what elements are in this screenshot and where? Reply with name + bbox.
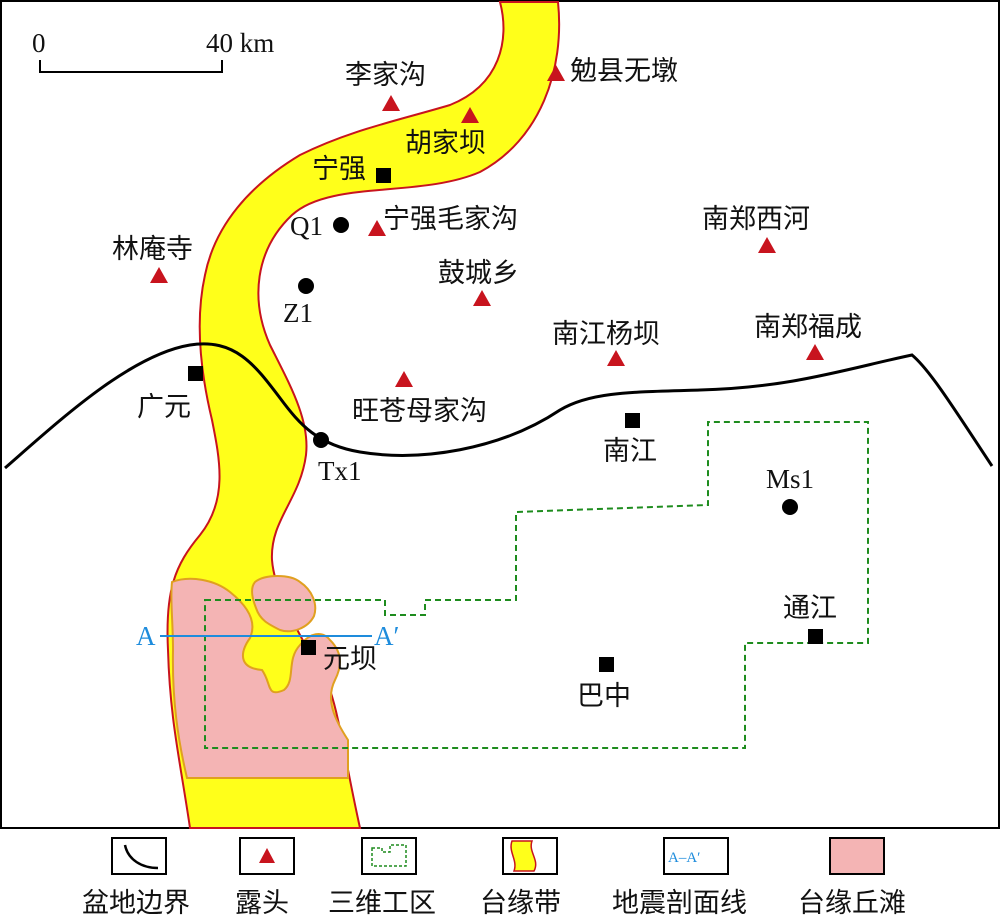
town-label: 通江 — [783, 593, 837, 624]
outcrop-triangle-icon — [382, 95, 400, 111]
scale-end-label: 40 km — [206, 28, 274, 58]
well-label: Ms1 — [766, 464, 814, 494]
margin-shoal-lobe — [251, 575, 317, 633]
outcrop-label: 鼓城乡 — [438, 258, 519, 289]
town-label: 巴中 — [577, 681, 631, 712]
basin-boundary-line — [4, 342, 994, 470]
basin-boundary-icon — [123, 844, 159, 870]
well-label: Q1 — [290, 211, 323, 241]
well-marker-icon — [298, 278, 314, 294]
outcrop-triangle-icon — [607, 350, 625, 366]
platform-margin-icon — [510, 840, 537, 872]
survey-area-icon — [371, 844, 407, 867]
margin-shoal-icon — [829, 837, 885, 875]
well-label: Tx1 — [318, 456, 362, 486]
outcrop-triangle-icon — [547, 65, 565, 81]
scale-start-label: 0 — [32, 28, 46, 58]
town-marker-icon — [188, 366, 203, 381]
legend-label: 台缘带 — [480, 888, 561, 919]
legend-item-margin-shoal: 台缘丘滩 — [798, 837, 906, 919]
town-marker-icon — [625, 413, 640, 428]
outcrop-triangle-icon — [758, 237, 776, 253]
legend-label: 台缘丘滩 — [798, 888, 906, 919]
seismic-line-icon: A–A′ — [668, 850, 700, 866]
outcrop-triangle-icon — [806, 344, 824, 360]
scale-bar: 0 40 km — [32, 28, 274, 73]
well-marker-icon — [313, 432, 329, 448]
legend-label: 盆地边界 — [82, 888, 190, 919]
outcrop-label: 李家沟 — [345, 60, 426, 91]
outcrop-label: 南江杨坝 — [552, 319, 660, 350]
legend-item-basin-boundary: 盆地边界 — [82, 837, 190, 919]
town-label: 元坝 — [323, 644, 377, 675]
town-marker-icon — [301, 640, 316, 655]
town-marker-icon — [599, 657, 614, 672]
legend-item-platform-margin: 台缘带 — [480, 837, 561, 919]
outcrop-label: 南郑福成 — [754, 312, 862, 343]
legend-label: 露头 — [235, 888, 289, 919]
legend-label: 地震剖面线 — [612, 888, 747, 919]
outcrop-triangle-icon — [259, 848, 275, 863]
well-marker-icon — [782, 499, 798, 515]
outcrop-label: 林庵寺 — [112, 234, 193, 265]
seismic-end-label: A′ — [374, 621, 399, 651]
legend-item-survey-area: 三维工区 — [328, 837, 436, 919]
outcrop-label: 南郑西河 — [702, 204, 810, 235]
town-label: 广元 — [137, 392, 191, 423]
outcrop-label: 旺苍母家沟 — [352, 396, 487, 427]
outcrop-label: 胡家坝 — [405, 128, 486, 159]
outcrop-triangle-icon — [150, 267, 168, 283]
legend-item-outcrop: 露头 — [235, 837, 295, 919]
seismic-start-label: A — [136, 621, 156, 651]
outcrop-triangle-icon — [461, 107, 479, 123]
legend-item-seismic-line: A–A′ 地震剖面线 — [612, 837, 747, 919]
town-label: 宁强 — [312, 154, 366, 185]
outcrop-triangle-icon — [395, 371, 413, 387]
outcrop-triangle-icon — [473, 290, 491, 306]
outcrop-label: 勉县无墩 — [570, 56, 678, 87]
legend-label: 三维工区 — [328, 888, 436, 919]
town-label: 南江 — [603, 436, 657, 467]
legend: 盆地边界 露头 三维工区 台缘带 A–A′ 地震剖面线 台缘丘滩 — [82, 837, 906, 919]
outcrop-label: 宁强毛家沟 — [383, 204, 518, 235]
well-label: Z1 — [283, 298, 313, 328]
town-marker-icon — [376, 168, 391, 183]
well-marker-icon — [333, 217, 349, 233]
outcrop-triangle-icon — [368, 220, 386, 236]
town-marker-icon — [808, 629, 823, 644]
survey-area-outline — [204, 421, 869, 749]
